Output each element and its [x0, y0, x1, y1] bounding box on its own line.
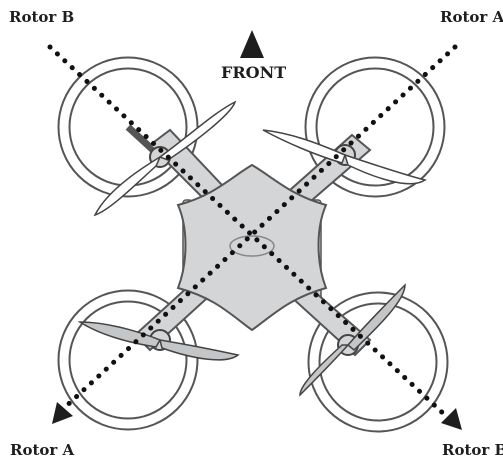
propeller-top-right	[262, 129, 427, 185]
rotor-guard-top-right	[304, 56, 446, 198]
front-arrow	[240, 30, 264, 58]
front-label: FRONT	[221, 63, 287, 82]
rotor-label-top-left: Rotor B	[9, 8, 75, 26]
body-logo	[229, 235, 275, 257]
rotor-label-bottom-right: Rotor B	[442, 441, 503, 459]
rotor-guard-top-left	[57, 56, 199, 198]
drone-body	[176, 163, 328, 332]
arrow-bottom-left	[52, 402, 73, 424]
propeller-bottom-left	[77, 321, 240, 361]
rotor-label-bottom-left: Rotor A	[10, 441, 75, 459]
arrow-bottom-right	[441, 408, 462, 430]
rotor-guard-bottom-right	[307, 291, 449, 433]
dotted-axis-a	[59, 44, 458, 413]
dotted-axis-b	[47, 44, 449, 419]
propeller-bottom-right	[299, 283, 406, 397]
rotor-label-top-right: Rotor A	[440, 8, 503, 26]
rotor-guard-bottom-left	[57, 289, 199, 431]
propeller-top-left	[93, 100, 237, 217]
